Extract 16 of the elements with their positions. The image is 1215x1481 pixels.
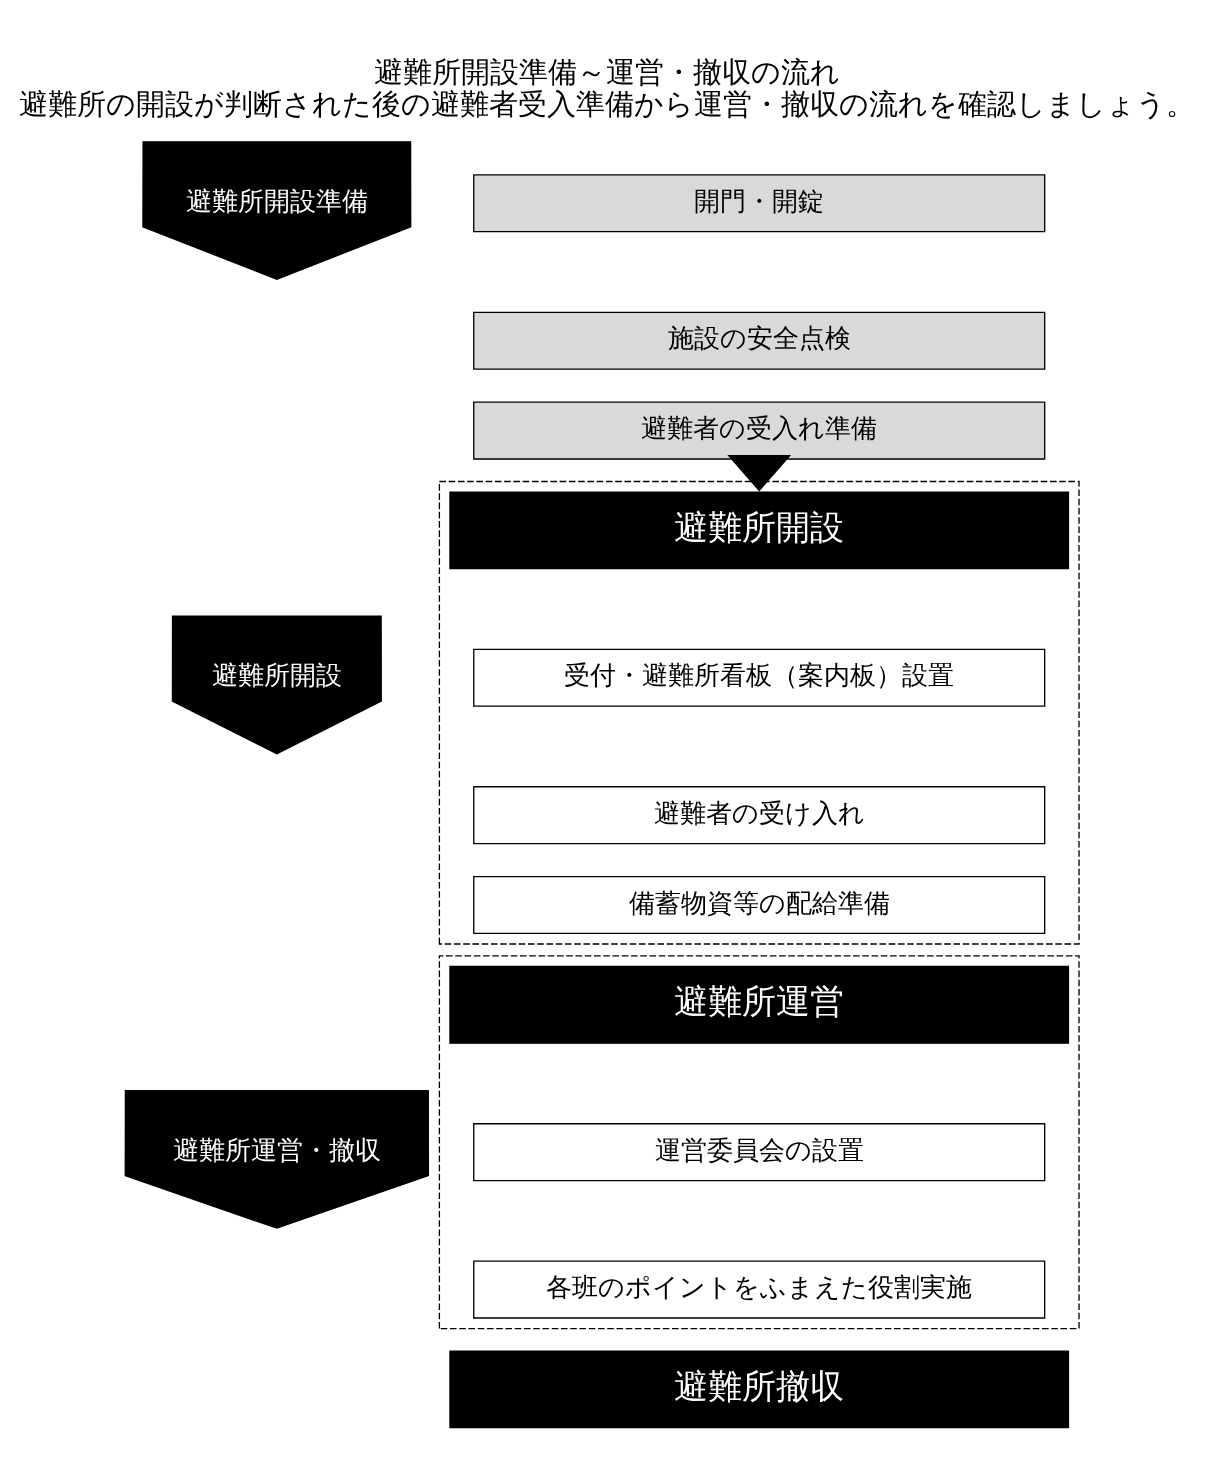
cluster <box>438 955 1080 1330</box>
node-box: 施設の安全点検 <box>473 311 1046 370</box>
node-box: 備蓄物資等の配給準備 <box>473 875 1046 935</box>
node-box: 開門・開錠 <box>473 174 1046 233</box>
node-box: 運営委員会の設置 <box>473 1123 1046 1182</box>
arrow <box>727 455 792 492</box>
node-box: 避難所撤収 <box>449 1350 1070 1429</box>
caption: 避難所の開設が判断された後の避難者受入準備から運営・撤収の流れを確認しましょう。 <box>19 86 1196 121</box>
cluster <box>438 480 1080 945</box>
node-box: 避難者の受入れ準備 <box>473 401 1046 460</box>
node-box: 避難者の受け入れ <box>473 786 1046 845</box>
node-box: 受付・避難所看板（案内板）設置 <box>473 648 1046 707</box>
node-box: 避難所開設 <box>449 491 1070 570</box>
node-box: 避難所運営 <box>449 965 1070 1044</box>
diagram-title: 避難所開設準備～運営・撤収の流れ <box>374 54 841 89</box>
node-box: 各班のポイントをふまえた役割実施 <box>473 1260 1046 1319</box>
